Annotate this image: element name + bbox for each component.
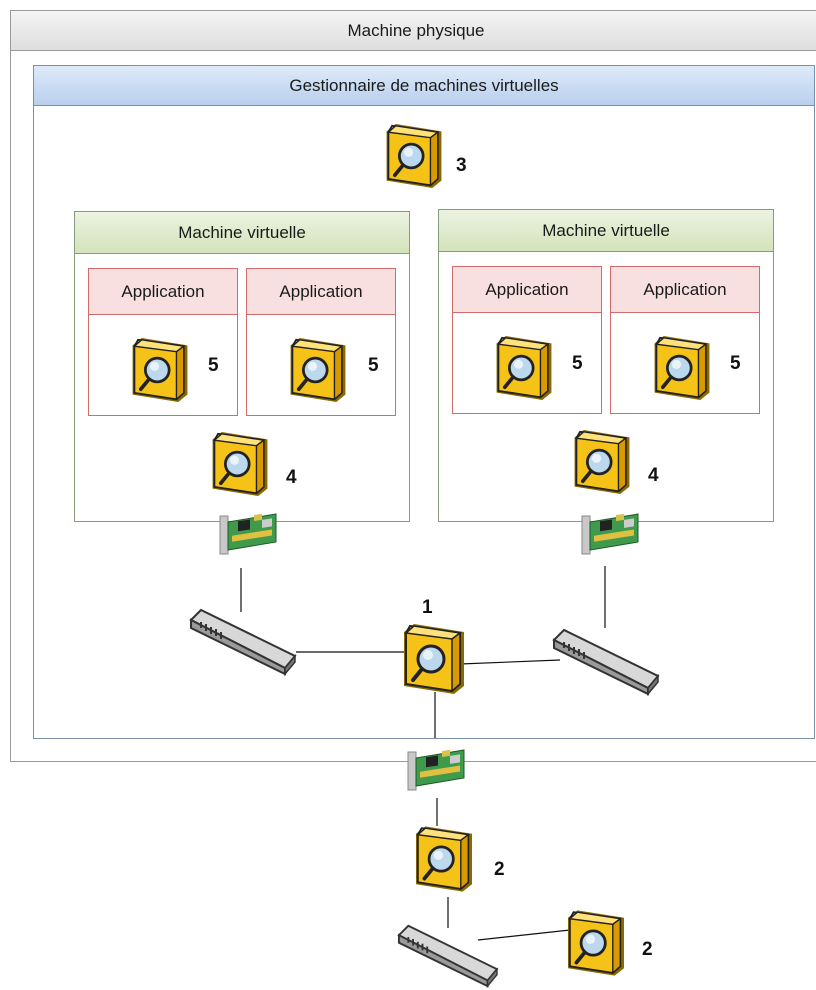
- monitor-probe-icon: [496, 336, 552, 400]
- monitor-probe-icon: [404, 624, 464, 694]
- probe-label: 4: [286, 467, 297, 488]
- probe-label: 5: [208, 355, 219, 376]
- application-header: Application: [611, 267, 759, 313]
- vm-title: Machine virtuelle: [178, 222, 306, 242]
- hypervisor-header: Gestionnaire de machines virtuelles: [34, 66, 814, 106]
- monitor-probe-icon: [574, 430, 630, 494]
- application-title: Application: [279, 281, 363, 301]
- application-title: Application: [121, 281, 205, 301]
- monitor-probe-icon: [654, 336, 710, 400]
- vm-title: Machine virtuelle: [542, 220, 670, 240]
- probe-label: 2: [494, 859, 505, 880]
- probe-label: 1: [422, 597, 433, 618]
- probe-label: 3: [456, 155, 467, 176]
- physical-machine-title: Machine physique: [347, 20, 485, 40]
- monitor-probe-icon: [568, 910, 624, 976]
- application-box: Application: [88, 268, 238, 416]
- application-header: Application: [453, 267, 601, 313]
- application-box: Application: [610, 266, 760, 414]
- switch-to-monitor-line: [477, 929, 571, 941]
- probe-label: 4: [648, 465, 659, 486]
- network-switch-icon: [187, 606, 297, 676]
- application-title: Application: [485, 279, 569, 299]
- network-switch-icon: [550, 626, 660, 696]
- network-card-icon: [406, 740, 466, 800]
- monitor-probe-icon: [290, 338, 346, 402]
- physical-machine-frame: Machine physique: [10, 10, 816, 762]
- application-title: Application: [643, 279, 727, 299]
- monitor-probe-icon: [386, 124, 442, 188]
- physical-machine-header: Machine physique: [11, 11, 816, 51]
- vm-header: Machine virtuelle: [439, 210, 773, 252]
- probe-label: 5: [368, 355, 379, 376]
- monitor-probe-icon: [416, 826, 472, 892]
- network-card-icon: [218, 512, 278, 556]
- application-header: Application: [247, 269, 395, 315]
- hypervisor-title: Gestionnaire de machines virtuelles: [289, 75, 559, 95]
- monitor-probe-icon: [212, 432, 268, 496]
- application-box: Application: [246, 268, 396, 416]
- monitor-probe-icon: [132, 338, 188, 402]
- probe-label: 2: [642, 939, 653, 960]
- monitor-to-switch-line: [459, 659, 561, 665]
- vm-header: Machine virtuelle: [75, 212, 409, 254]
- probe-label: 5: [572, 353, 583, 374]
- virtual-machine-1: Machine virtuelle: [74, 211, 410, 522]
- network-card-icon: [580, 512, 640, 556]
- probe-label: 5: [730, 353, 741, 374]
- application-header: Application: [89, 269, 237, 315]
- application-box: Application: [452, 266, 602, 414]
- network-switch-icon: [392, 922, 502, 988]
